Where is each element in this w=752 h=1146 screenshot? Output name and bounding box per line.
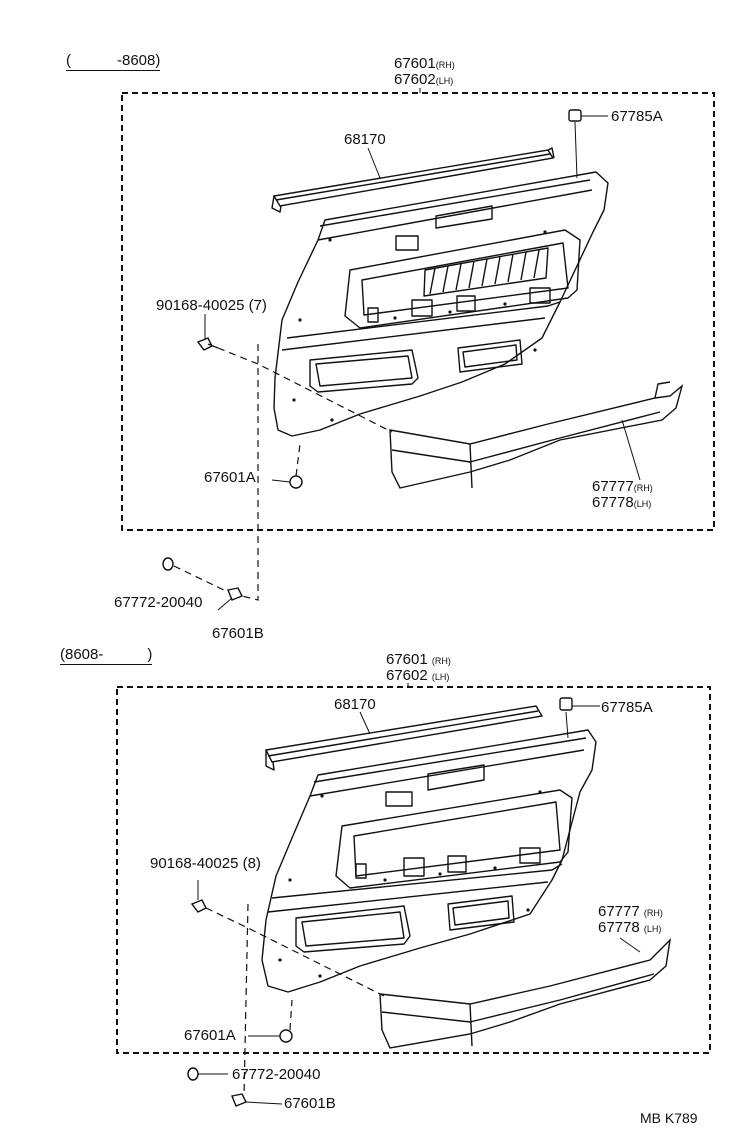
weatherstrip-part (271, 147, 555, 213)
section-1-assembly-box (121, 92, 715, 531)
door-panel-part (273, 171, 609, 437)
fastener-67601b-label-2: 67601B (284, 1095, 336, 1112)
armrest-part-2 (379, 937, 672, 1049)
fastener-67601a-part-2 (279, 1029, 293, 1043)
armrest-part (389, 381, 684, 489)
clip-67785a-label-2: 67785A (601, 699, 653, 716)
section-2-header: (8608-) (60, 646, 153, 665)
section-1-header: (-8608) (66, 52, 161, 71)
section-1-drawing (121, 88, 715, 611)
retainer-label-2: 67772-20040 (232, 1066, 321, 1083)
armrest-rh-label: 67777(RH) (592, 478, 653, 495)
footer-code: MB K789 (640, 1110, 698, 1126)
panel-rh-label: 67601(RH) (394, 55, 455, 72)
fastener-67601a-part (289, 475, 303, 489)
weatherstrip-part-2 (264, 705, 544, 771)
screw-90168-part-2 (190, 899, 207, 913)
fastener-67601a-label-2: 67601A (184, 1027, 236, 1044)
screw-label: 90168-40025 (7) (156, 297, 267, 314)
panel-rh-label-2: 67601 (RH) (386, 651, 451, 668)
retainer-label: 67772-20040 (114, 594, 203, 611)
door-panel-part-2 (261, 729, 597, 993)
speaker-grille-part (423, 247, 549, 297)
armrest-lh-label: 67778(LH) (592, 494, 652, 511)
fastener-67601b-part (227, 587, 243, 601)
panel-lh-label: 67602(LH) (394, 71, 454, 88)
fastener-67601a-label: 67601A (204, 469, 256, 486)
retainer-67772-part-2 (187, 1067, 199, 1081)
section-2-assembly-box (116, 686, 711, 1054)
fastener-67601b-label: 67601B (212, 625, 264, 642)
fastener-67601b-part-2 (231, 1093, 247, 1107)
retainer-67772-part (162, 557, 174, 571)
armrest-rh-label-2: 67777 (RH) (598, 903, 663, 920)
screw-label-2: 90168-40025 (8) (150, 855, 261, 872)
armrest-lh-label-2: 67778 (LH) (598, 919, 662, 936)
weatherstrip-label-2: 68170 (334, 696, 376, 713)
clip-67785a-part (568, 109, 582, 122)
panel-lh-label-2: 67602 (LH) (386, 667, 450, 684)
weatherstrip-label: 68170 (344, 131, 386, 148)
section-2-drawing (116, 683, 711, 1107)
clip-67785a-part-2 (559, 697, 573, 711)
clip-67785a-label: 67785A (611, 108, 663, 125)
